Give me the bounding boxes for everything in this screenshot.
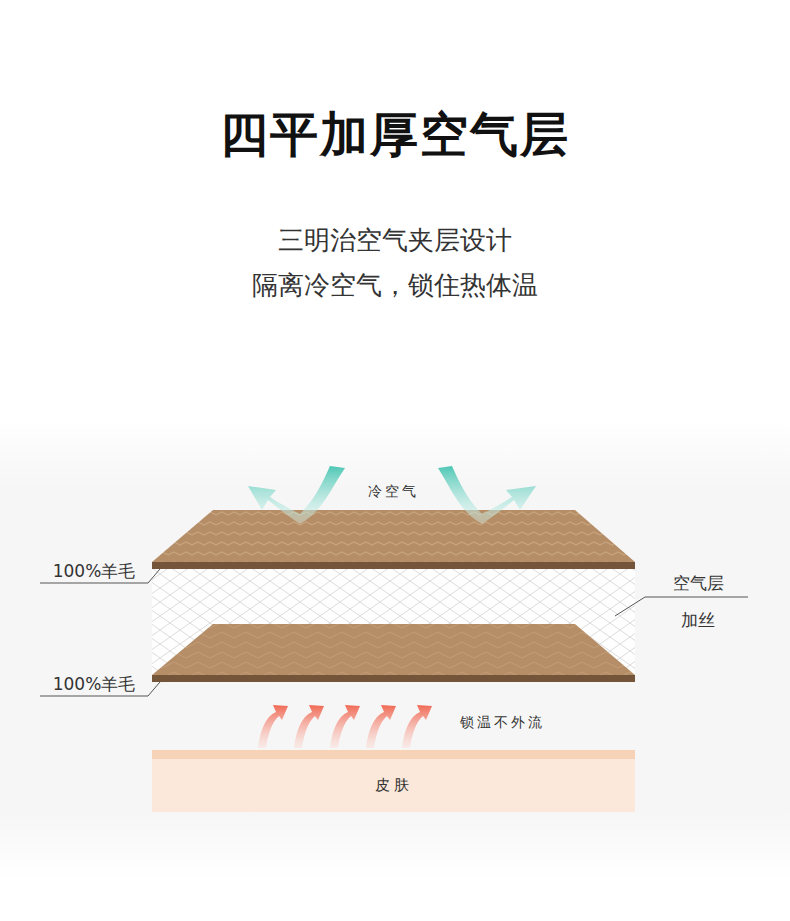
subtitle: 三明治空气夹层设计 [278, 223, 512, 258]
wool-edge [152, 675, 635, 682]
title: 四平加厚空气层 [220, 103, 570, 167]
wool-layer [152, 510, 635, 562]
part-label: 加丝 [681, 609, 715, 632]
note: 锁温不外流 [460, 714, 545, 732]
background [0, 420, 790, 880]
part-label: 冷空气 [368, 483, 419, 501]
wool-edge [152, 562, 635, 569]
subtitle: 隔离冷空气，锁住热体温 [252, 268, 538, 303]
part-label: 空气层 [673, 572, 724, 595]
skin-band: 皮肤 [152, 750, 635, 812]
leader-line [40, 569, 748, 696]
wool-layer [152, 624, 635, 675]
air-layer [152, 562, 635, 682]
warm-arrows [258, 705, 432, 748]
part-label: 100%羊毛 [53, 673, 136, 696]
cold-air-arrows [248, 466, 536, 524]
part-label: 100%羊毛 [53, 560, 136, 583]
band-label: 皮肤 [375, 776, 413, 795]
